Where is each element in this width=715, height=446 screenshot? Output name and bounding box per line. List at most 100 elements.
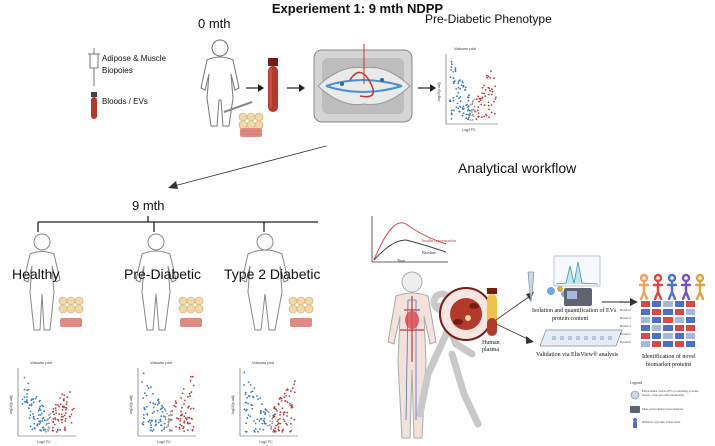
volcano-point xyxy=(277,418,280,421)
volcano-point xyxy=(454,68,457,71)
volcano-point xyxy=(285,422,287,425)
volcano-point xyxy=(167,418,170,420)
heatmap-cell xyxy=(640,308,652,316)
heatmap-cell xyxy=(673,332,685,340)
volcano-point xyxy=(65,403,68,406)
heatmap-cell xyxy=(651,324,663,332)
volcano-point xyxy=(283,396,286,398)
volcano-point xyxy=(190,391,193,393)
volcano-point xyxy=(286,388,289,391)
volcano-point xyxy=(247,414,250,416)
volcano-point xyxy=(37,414,40,416)
volcano-point xyxy=(21,402,24,405)
volcano-point xyxy=(151,430,154,432)
volcano-point xyxy=(282,418,285,421)
protein-label: Protein 6 xyxy=(620,340,631,344)
volcano-point xyxy=(471,109,473,111)
volcano-point xyxy=(288,402,291,405)
volcano-point xyxy=(450,60,453,63)
volcano-point xyxy=(187,416,189,419)
volcano-point xyxy=(52,426,54,429)
volcano-point xyxy=(271,422,273,425)
volcano-point xyxy=(180,397,182,399)
heatmap-cell xyxy=(684,340,696,348)
volcano-point xyxy=(452,77,455,80)
volcano-point xyxy=(249,415,252,418)
volcano-point xyxy=(66,396,69,399)
volcano-point xyxy=(479,97,482,100)
volcano-point xyxy=(174,400,177,403)
volcano-point xyxy=(481,97,483,100)
volcano-point xyxy=(181,424,183,427)
group-type2-diabetic: Type 2 Diabetic Volcano plot Log2 FC-log… xyxy=(222,228,340,446)
volcano-point xyxy=(154,419,157,422)
volcano-point xyxy=(154,403,156,405)
volcano-point xyxy=(36,417,39,420)
volcano-point xyxy=(47,426,50,428)
heatmap-cell xyxy=(651,308,663,316)
volcano-point xyxy=(294,391,296,394)
volcano-point xyxy=(273,406,276,408)
volcano-point xyxy=(471,111,473,114)
volcano-point xyxy=(159,418,162,421)
volcano-point xyxy=(191,375,194,378)
volcano-point xyxy=(47,418,49,421)
volcano-point xyxy=(471,100,474,103)
volcano-point xyxy=(267,411,270,414)
volcano-point xyxy=(286,423,288,426)
volcano-point xyxy=(143,417,145,420)
volcano-point xyxy=(179,423,182,426)
volcano-point xyxy=(462,84,465,87)
heatmap-cell xyxy=(640,316,652,324)
volcano-point xyxy=(27,407,30,410)
volcano-point xyxy=(60,419,63,421)
volcano-point xyxy=(149,401,152,404)
insulin-curve-chart xyxy=(371,216,448,263)
volcano-point xyxy=(255,395,258,397)
heatmap-cell xyxy=(651,340,663,348)
volcano-point xyxy=(55,404,57,406)
volcano-point xyxy=(163,422,166,425)
timepoint-0mth: 0 mth xyxy=(198,16,231,31)
volcano-point xyxy=(64,429,67,431)
adipose-tissue-icon xyxy=(238,112,264,130)
volcano-point xyxy=(286,415,289,417)
volcano-point xyxy=(161,404,163,407)
volcano-point xyxy=(488,116,490,119)
volcano-point xyxy=(30,399,33,402)
timepoint-9mth: 9 mth xyxy=(132,198,165,213)
heatmap-cell xyxy=(684,332,696,340)
volcano-point xyxy=(70,421,73,424)
volcano-point xyxy=(62,399,65,402)
arrow-diagonal xyxy=(168,145,327,189)
volcano-point xyxy=(188,405,190,408)
volcano-point xyxy=(281,407,284,410)
volcano-point xyxy=(149,421,152,424)
volcano-point xyxy=(27,382,30,385)
volcano-point xyxy=(156,409,159,412)
volcano-point xyxy=(72,407,75,410)
spectrum-panel xyxy=(553,255,601,287)
volcano-point xyxy=(280,397,283,400)
volcano-point xyxy=(253,387,256,390)
volcano-point xyxy=(36,424,39,427)
adipose-tissue-icon xyxy=(178,296,204,314)
volcano-point xyxy=(490,111,493,114)
volcano-point xyxy=(167,420,170,423)
volcano-point xyxy=(450,109,453,112)
volcano-point xyxy=(260,417,262,420)
volcano-point xyxy=(25,399,28,401)
volcano-point xyxy=(490,104,493,106)
volcano-point xyxy=(285,394,288,397)
volcano-point xyxy=(41,412,43,415)
heatmap-cell xyxy=(640,340,652,348)
volcano-point xyxy=(483,84,485,87)
volcano-point xyxy=(141,381,143,383)
phenotype-label: Pre-Diabetic Phenotype xyxy=(425,12,552,26)
volcano-point xyxy=(244,393,247,396)
volcano-point xyxy=(59,403,62,406)
workflow-panel: Time Insulin concentration Baseline Huma… xyxy=(352,204,714,446)
volcano-point xyxy=(264,408,267,410)
volcano-point xyxy=(457,91,460,94)
volcano-point xyxy=(163,415,165,418)
